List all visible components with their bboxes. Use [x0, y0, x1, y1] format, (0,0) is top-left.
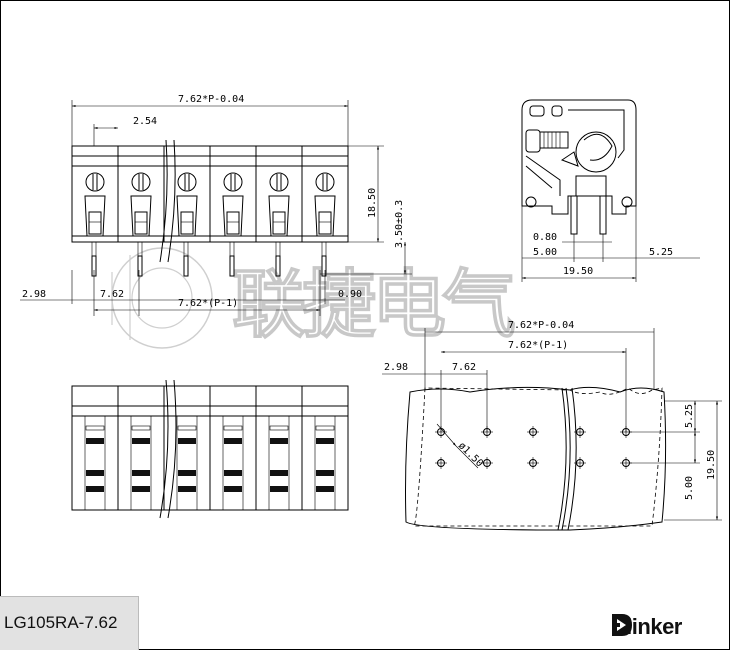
side-dim-pin-width: 0.80: [533, 232, 557, 243]
dim-pitch: 7.62: [100, 289, 124, 300]
pcb-dim-hole-diameter: ø1.50: [456, 440, 485, 469]
watermark: 联捷电气: [111, 247, 520, 349]
front-terminal-unit: [176, 146, 211, 277]
dim-left-edge: 2.98: [22, 289, 46, 300]
pin: [137, 255, 143, 277]
dim-height: 18.50: [367, 188, 378, 218]
bottom-terminal-unit: [176, 386, 211, 510]
screw-head: [223, 172, 243, 192]
pcb-dim-pin-span: 7.62*(P-1): [508, 340, 568, 351]
model-number: LG105RA-7.62: [4, 613, 118, 632]
front-terminal-unit: [268, 146, 303, 277]
front-view: 7.62*P-0.04 2.54 18.50 3.50±0.3 2.98 7.6…: [20, 94, 412, 316]
dim-screw-offset: 2.54: [133, 116, 157, 127]
side-dim-depth: 19.50: [563, 266, 593, 277]
screw-head: [131, 172, 151, 192]
side-dim-rear-offset: 5.25: [649, 247, 673, 258]
front-terminal-unit: [84, 146, 119, 277]
bottom-terminal-unit: [314, 386, 349, 510]
side-view: 0.80 5.00 5.25 19.50: [521, 99, 700, 282]
dim-pin-span: 7.62*(P-1): [178, 298, 238, 309]
pin: [183, 255, 189, 277]
pcb-layout: 7.62*P-0.04 7.62*(P-1) 2.98 7.62 ø1.50 5…: [382, 320, 722, 531]
brand-logo: Elinker: [610, 612, 682, 642]
bottom-terminal-unit: [222, 386, 257, 510]
bottom-view: [71, 379, 349, 519]
elinker-logo-icon: [612, 614, 632, 636]
dim-total-width: 7.62*P-0.04: [178, 94, 244, 105]
front-terminal-unit: [130, 146, 165, 277]
pin: [275, 255, 281, 277]
pcb-dim-left-edge: 2.98: [384, 362, 408, 373]
front-terminal-unit: [314, 146, 349, 277]
screw-head: [315, 172, 335, 192]
front-terminal-unit: [222, 146, 257, 277]
pin: [229, 255, 235, 277]
model-label-box: LG105RA-7.62: [0, 596, 139, 650]
pin: [321, 255, 327, 277]
dim-pin-length: 3.50±0.3: [394, 200, 405, 248]
pcb-dim-total-width: 7.62*P-0.04: [508, 320, 574, 331]
bottom-terminal-unit: [268, 386, 303, 510]
pcb-dim-top-offset: 5.25: [684, 404, 695, 428]
pcb-dim-row-spacing: 5.00: [684, 476, 695, 500]
dim-pin-width: 0.90: [338, 289, 362, 300]
screw-head: [269, 172, 289, 192]
screw-head: [85, 172, 105, 192]
bottom-terminal-unit: [84, 386, 119, 510]
screw-head: [177, 172, 197, 192]
bottom-terminal-unit: [130, 386, 165, 510]
pcb-dim-depth: 19.50: [706, 450, 717, 480]
watermark-text: 联捷电气: [232, 262, 515, 348]
pcb-dim-pitch: 7.62: [452, 362, 476, 373]
side-dim-pin-spacing: 5.00: [533, 247, 557, 258]
